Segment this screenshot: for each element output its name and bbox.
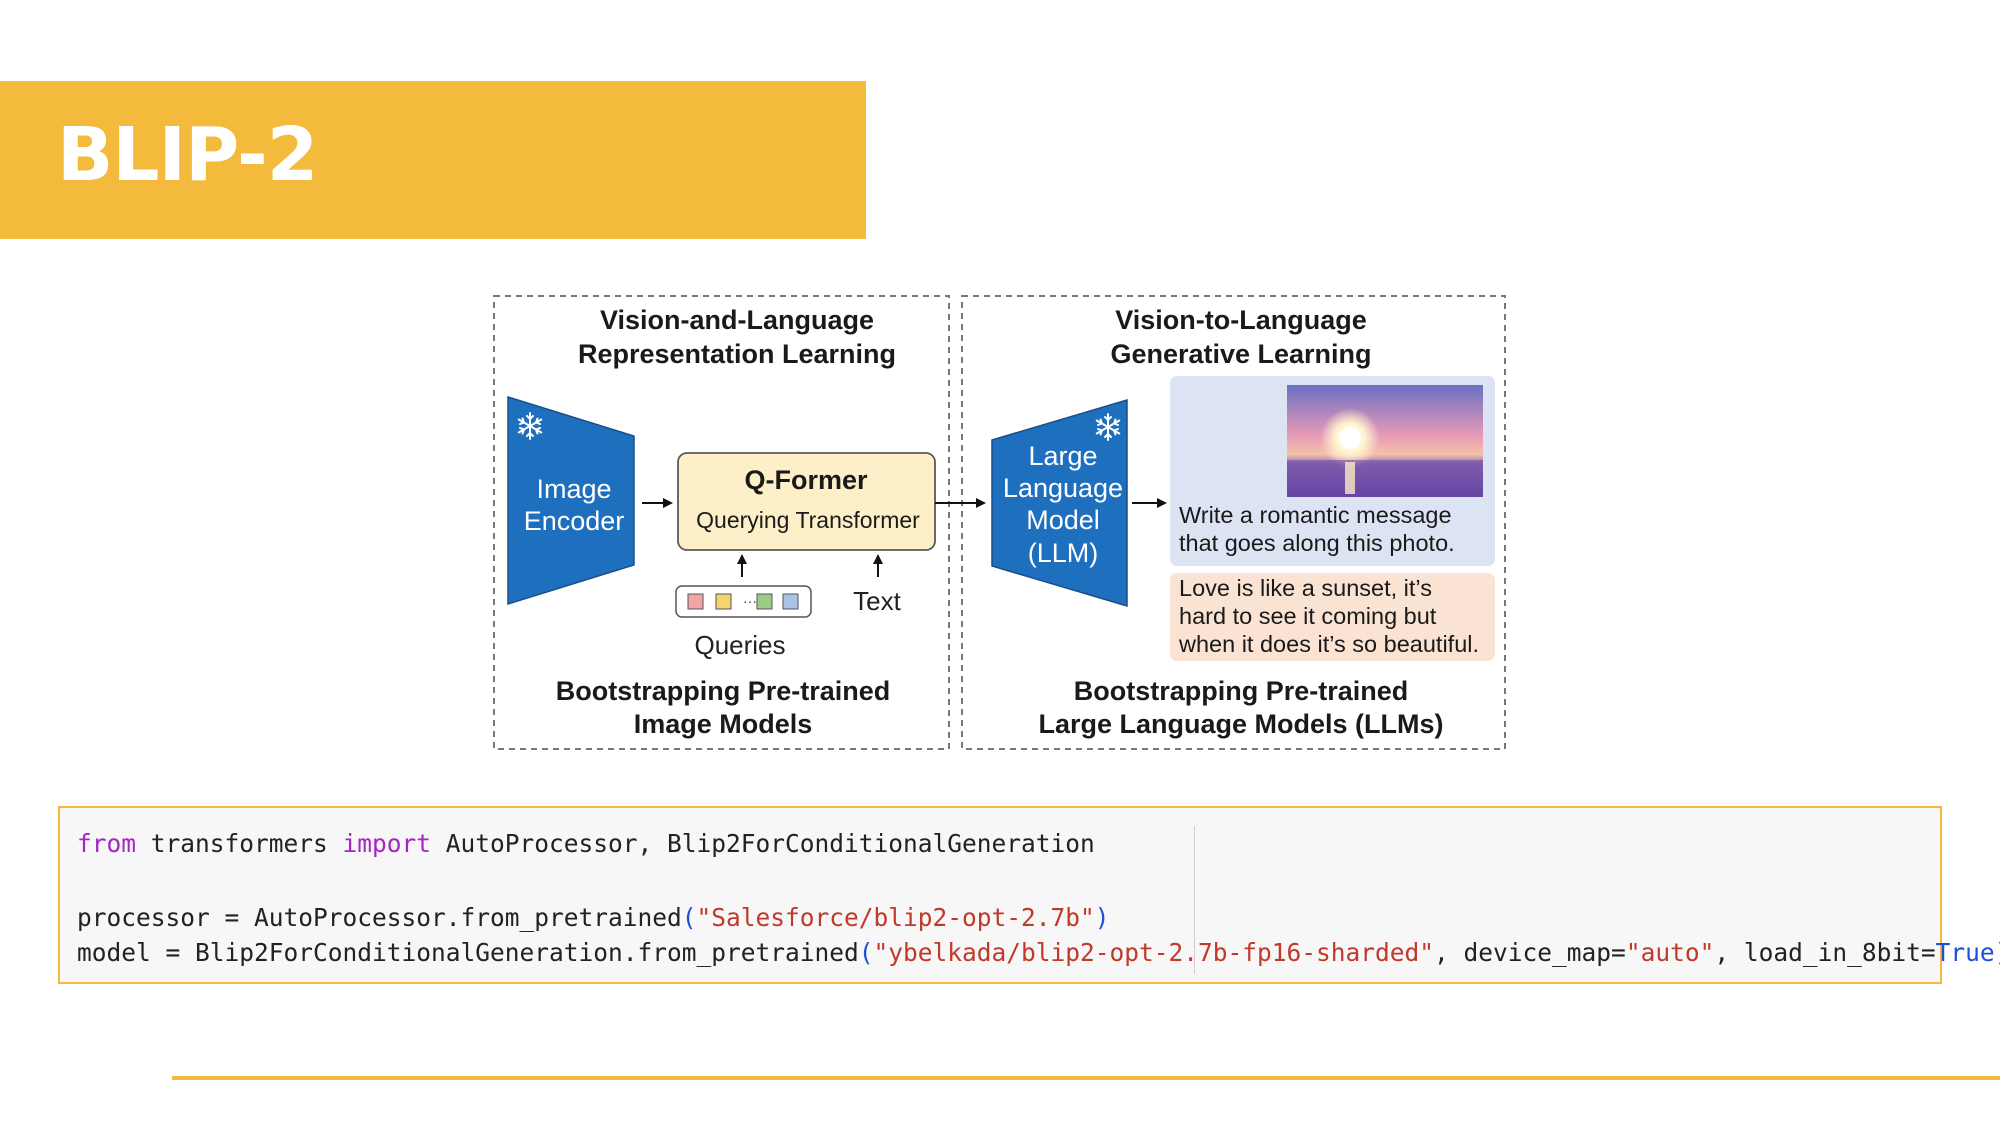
llm-label-line3: Model: [1026, 505, 1100, 535]
query-token: [715, 593, 732, 610]
slide-title: BLIP-2: [57, 112, 318, 198]
left-heading-line2: Representation Learning: [578, 339, 896, 369]
left-heading-line1: Vision-and-Language: [600, 305, 874, 335]
query-token: [756, 593, 773, 610]
image-encoder-label-line1: Image: [536, 474, 611, 504]
response-line3: when it does it’s so beautiful.: [1178, 631, 1479, 657]
qformer-title: Q-Former: [744, 465, 868, 495]
qformer-block: [677, 452, 936, 551]
left-footer-line1: Bootstrapping Pre-trained: [556, 676, 891, 706]
image-encoder-block: [507, 395, 635, 606]
code-line-import: from transformers import AutoProcessor, …: [77, 829, 1095, 858]
bottom-accent-rule: [172, 1076, 2000, 1080]
code-column-guide: [1194, 826, 1195, 974]
query-ellipsis: ···: [743, 593, 757, 609]
blip2-architecture-diagram: Vision-and-Language Representation Learn…: [493, 295, 1506, 750]
qformer-subtitle: Querying Transformer: [696, 507, 920, 533]
llm-block: [991, 398, 1128, 608]
response-box: [1170, 573, 1495, 661]
query-token: [687, 593, 704, 610]
llm-label-line4: (LLM): [1028, 538, 1099, 568]
text-input-label: Text: [853, 586, 901, 616]
query-token: [782, 593, 799, 610]
left-panel-border: [493, 295, 950, 750]
llm-label-line1: Large: [1028, 441, 1097, 471]
code-line-processor: processor = AutoProcessor.from_pretraine…: [77, 903, 1110, 932]
response-line1: Love is like a sunset, it’s: [1179, 575, 1432, 601]
left-footer-line2: Image Models: [634, 709, 813, 739]
code-line-model: model = Blip2ForConditionalGeneration.fr…: [77, 938, 2000, 967]
queries-label: Queries: [694, 630, 785, 660]
sunset-photo: [1287, 385, 1483, 497]
right-footer-line1: Bootstrapping Pre-trained: [1074, 676, 1409, 706]
right-footer-line2: Large Language Models (LLMs): [1038, 709, 1443, 739]
llm-label-line2: Language: [1003, 473, 1123, 503]
prompt-line2: that goes along this photo.: [1179, 530, 1455, 556]
right-panel-border: [961, 295, 1506, 750]
prompt-line1: Write a romantic message: [1179, 502, 1452, 528]
query-tokens-box: [675, 585, 812, 618]
response-line2: hard to see it coming but: [1179, 603, 1437, 629]
right-heading-line1: Vision-to-Language: [1115, 305, 1367, 335]
code-block: from transformers import AutoProcessor, …: [58, 806, 2000, 984]
title-banner: [0, 81, 866, 239]
right-heading-line2: Generative Learning: [1110, 339, 1371, 369]
image-encoder-label-line2: Encoder: [524, 506, 625, 536]
